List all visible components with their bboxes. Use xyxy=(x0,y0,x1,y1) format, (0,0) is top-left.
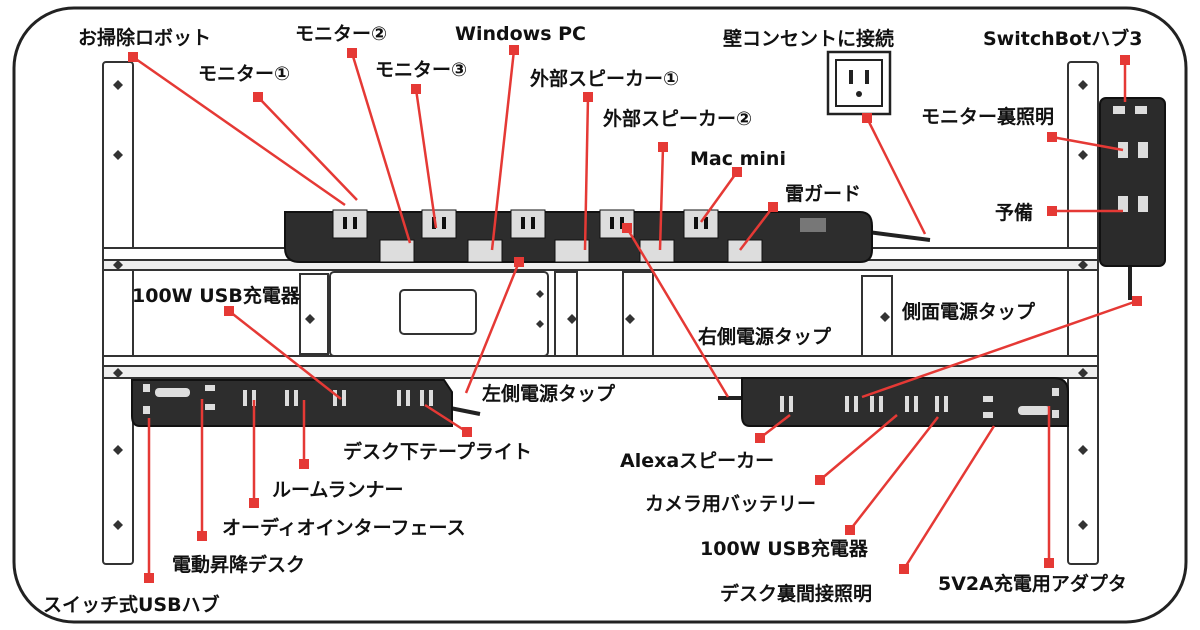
leader-markers xyxy=(128,45,1142,583)
label-external-speaker-2: 外部スピーカー② xyxy=(603,107,752,130)
frame-rivets xyxy=(113,80,1088,530)
label-usb-charger-left: 100W USB充電器 xyxy=(132,284,301,307)
leader-lines xyxy=(132,49,1138,578)
desk-frame xyxy=(102,61,1099,565)
right-power-strip xyxy=(718,377,1069,427)
label-usb-charger-right: 100W USB充電器 xyxy=(700,537,869,560)
label-left-power-strip: 左側電源タップ xyxy=(482,382,616,405)
label-monitor-backlight: モニター裏照明 xyxy=(921,105,1054,128)
label-alexa-speaker: Alexaスピーカー xyxy=(620,450,774,472)
label-mac-mini: Mac mini xyxy=(690,148,786,170)
left-leg xyxy=(102,61,134,565)
label-room-runner: ルームランナー xyxy=(272,479,403,501)
label-spare: 予備 xyxy=(995,201,1033,224)
label-robot-vacuum: お掃除ロボット xyxy=(78,26,211,49)
labels: お掃除ロボット モニター② Windows PC 壁コンセントに接続 Switc… xyxy=(43,23,1142,616)
label-side-power-strip: 側面電源タップ xyxy=(901,300,1036,323)
label-surge-guard: 雷ガード xyxy=(785,183,861,205)
top-power-strip xyxy=(284,209,931,263)
right-leg xyxy=(1067,61,1099,565)
label-windows-pc: Windows PC xyxy=(455,23,586,45)
label-electric-desk: 電動昇降デスク xyxy=(172,553,305,576)
label-monitor-3: モニター③ xyxy=(375,59,467,81)
label-under-desk-indirect-light: デスク裏間接照明 xyxy=(720,582,872,605)
left-power-strip xyxy=(131,379,481,427)
label-monitor-2: モニター② xyxy=(295,23,387,45)
label-wall-outlet: 壁コンセントに接続 xyxy=(723,27,894,50)
label-external-speaker-1: 外部スピーカー① xyxy=(530,67,679,90)
wall-outlet-icon xyxy=(826,50,892,116)
label-under-desk-tape-light: デスク下テープライト xyxy=(343,440,532,463)
label-audio-interface: オーディオインターフェース xyxy=(222,516,466,539)
label-camera-battery: カメラ用バッテリー xyxy=(645,493,816,515)
label-right-power-strip: 右側電源タップ xyxy=(697,325,832,348)
label-monitor-1: モニター① xyxy=(198,63,290,85)
label-switch-usb-hub: スイッチ式USBハブ xyxy=(43,593,220,616)
label-5v2a-adapter: 5V2A充電用アダプタ xyxy=(938,572,1127,595)
label-switchbot-hub: SwitchBotハブ3 xyxy=(983,27,1142,50)
